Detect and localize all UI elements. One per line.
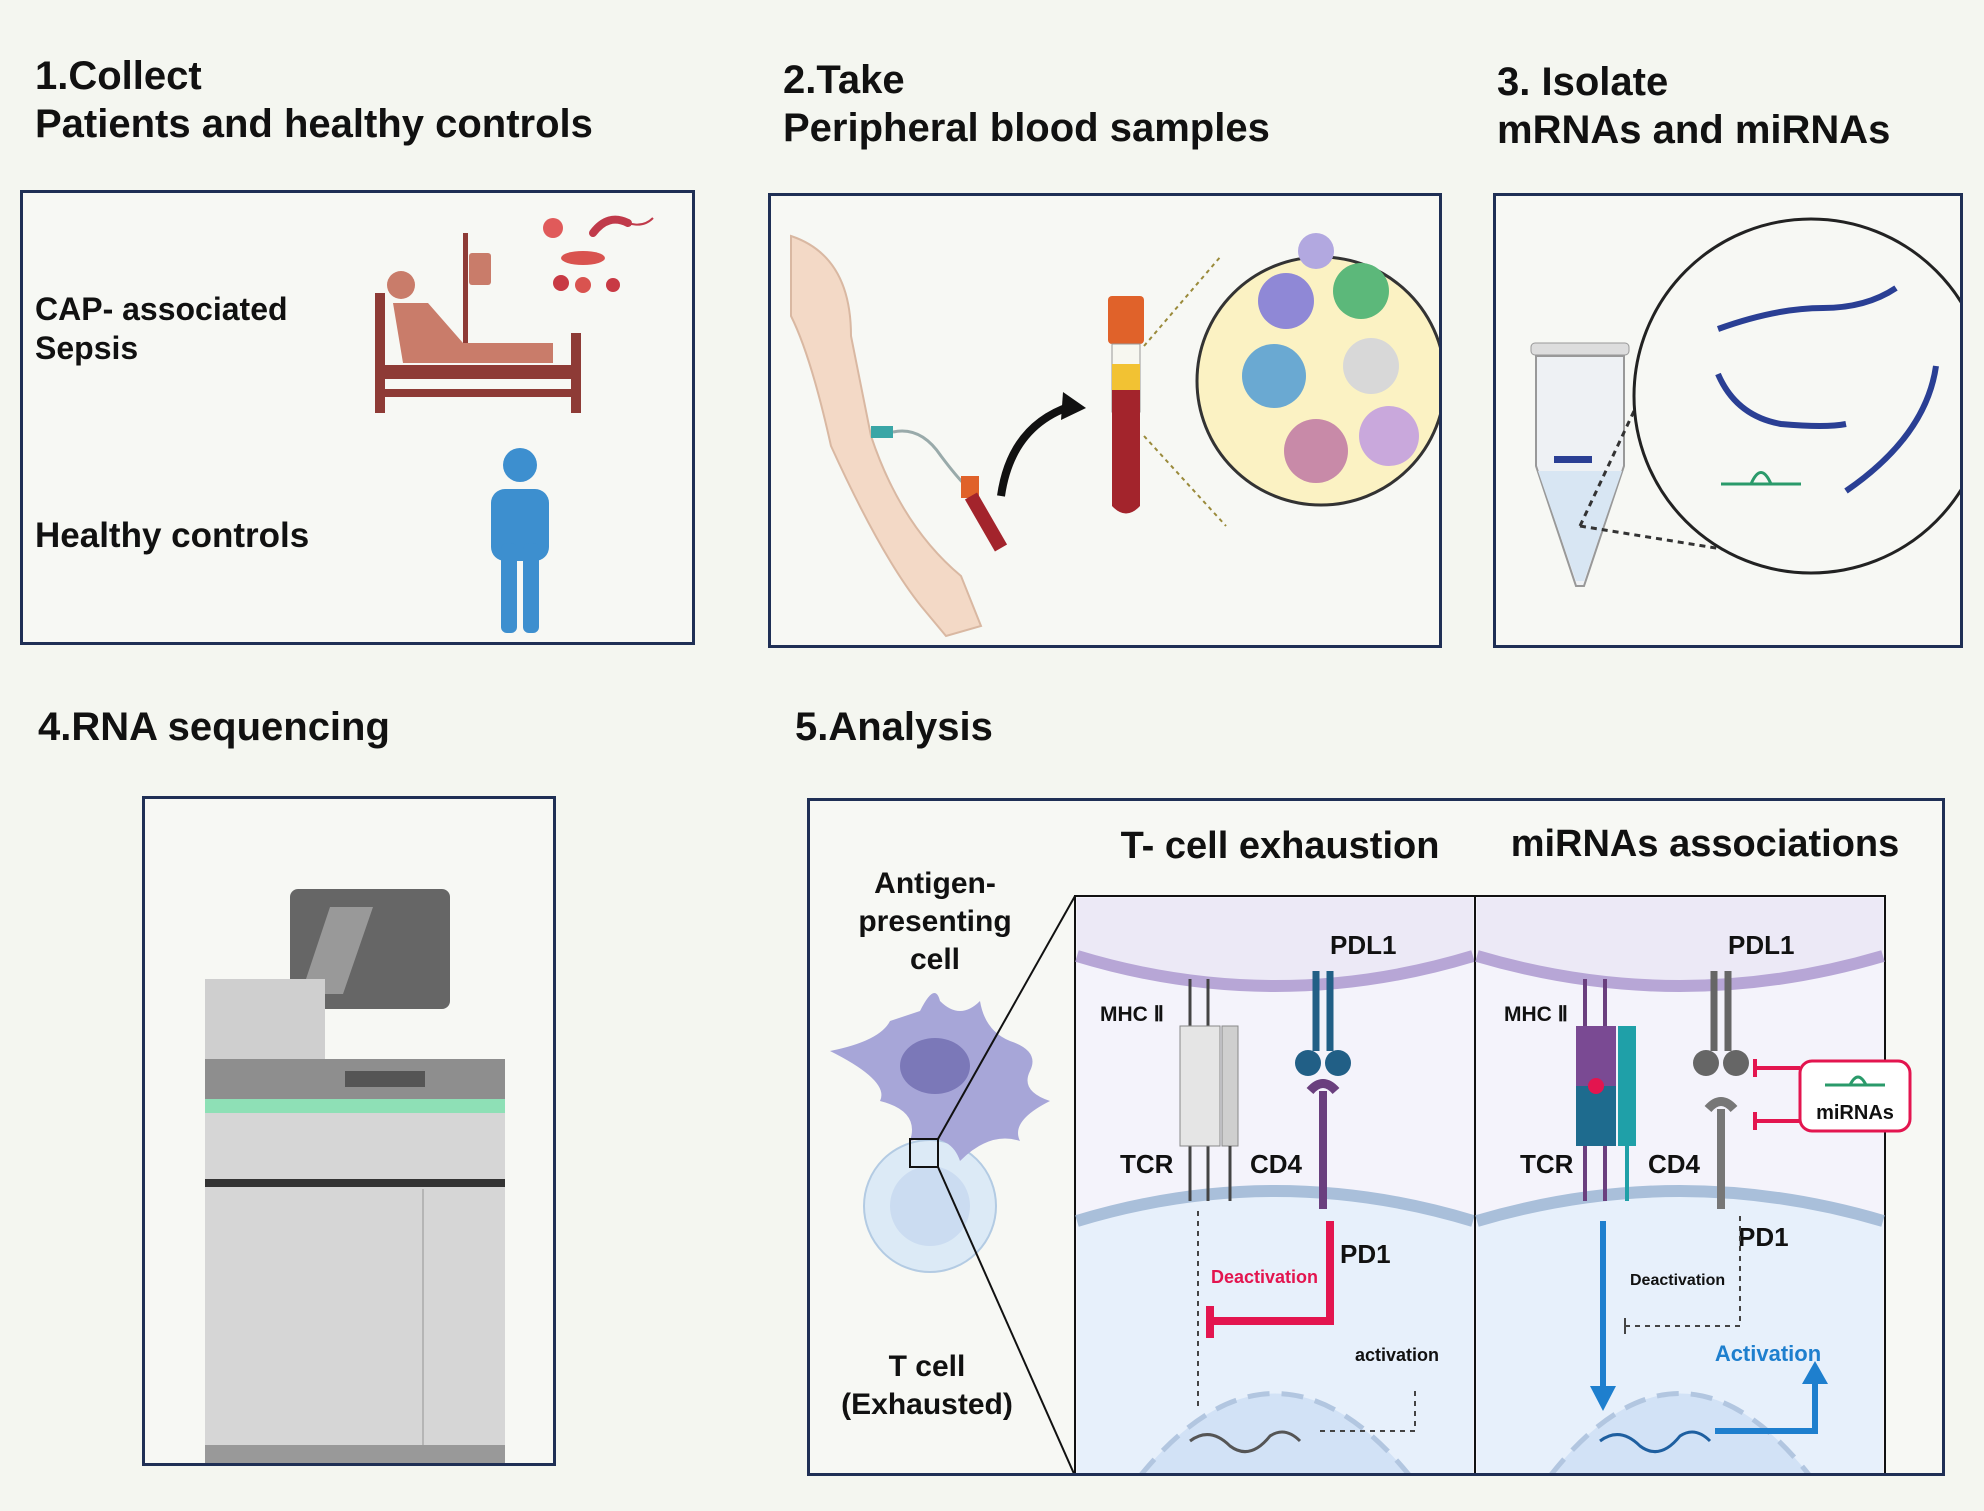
pdl1-label-left: PDL1 [1330,930,1396,960]
zoom-lines-icon [1143,255,1227,527]
step-5-title: 5.Analysis [795,703,993,751]
microtube-icon [1530,342,1630,587]
step-1-subheading: Patients and healthy controls [35,102,593,146]
cd4-label-right: CD4 [1648,1149,1701,1179]
apc-label-line2: presenting [858,905,1011,938]
step-2-title: 2.Take Peripheral blood samples [783,56,1270,152]
arm-icon [790,234,983,638]
inhibition-arrow-icon [1210,1221,1334,1325]
collect-panel: CAP- associated Sepsis Healthy controls [20,190,695,645]
analysis-illustration: Antigen- presenting cell T cell (Exhaust… [830,823,1912,1473]
blood-tube-icon [1108,296,1144,514]
arrow-head-icon [1061,392,1086,420]
apc-label-line1: Antigen- [874,867,996,900]
deactivation-label-left: Deactivation [1211,1267,1318,1287]
dna-active-icon [1599,1430,1712,1454]
step-1-heading: 1.Collect [35,54,202,98]
sequencer-illustration [205,889,505,1463]
patient-icon [387,271,553,363]
exhaustion-heading: T- cell exhaustion [1121,825,1440,867]
tcell-label-line2: (Exhausted) [841,1388,1013,1421]
mirna-associations-heading: miRNAs associations [1511,823,1900,865]
mhc-tcr-complex-icon [1179,979,1239,1201]
mirna-icon [1721,471,1801,486]
zoom-lines-icon [1578,310,1797,563]
pdl1-label-right: PDL1 [1728,930,1794,960]
sequencer-icon [205,889,505,1463]
activation-label-right: Activation [1715,1341,1821,1366]
arrow-icon [997,402,1073,497]
dna-icon [1189,1430,1302,1454]
sepsis-label-line2: Sepsis [35,330,138,366]
mhc-tcr-complex-active-icon [1576,979,1636,1201]
mirna-subpanel: miRNAs PDL1 MHC Ⅱ TCR CD4 PD1 Deactivati… [1474,895,1912,1473]
tcell-label-line1: T cell [889,1350,966,1383]
sequencing-panel [142,796,556,1466]
mhc-label-left: MHC Ⅱ [1100,1003,1164,1026]
blood-cells-icon [1195,233,1439,507]
exhaustion-subpanel: PDL1 MHC Ⅱ TCR CD4 PD1 Deactivation acti… [1074,895,1476,1473]
tcr-label-left: TCR [1120,1149,1174,1179]
sepsis-label-line1: CAP- associated [35,291,288,327]
pdl1-pd1-blocked-icon [1693,971,1749,1209]
zoom-circle [1632,217,1960,575]
zoom-box [909,1138,939,1168]
deactivation-label-right: Deactivation [1630,1272,1725,1289]
blocked-signal-dashed-line [1625,1216,1741,1327]
hospital-bed-icon [375,233,581,413]
mirna-inhibitor-icon [1753,1059,1912,1133]
step-3-subheading: mRNAs and miRNAs [1497,108,1891,152]
blood-panel [768,193,1442,648]
zoom-line-top [937,895,1076,1140]
zoom-line-bottom [937,1166,1075,1473]
activation-out-arrow-head-icon [1802,1361,1828,1384]
activation-arrow-head-icon [1590,1386,1616,1411]
mrna-strands-icon [1715,285,1939,494]
isolate-illustration [1530,217,1960,587]
step-3-title: 3. Isolate mRNAs and miRNAs [1497,58,1890,154]
step-4-heading: 4.RNA sequencing [38,705,390,749]
activation-dashed-arrow [1320,1391,1416,1432]
blood-illustration [790,233,1439,638]
collect-illustration: CAP- associated Sepsis Healthy controls [35,215,654,633]
pd1-label-left: PD1 [1340,1239,1391,1269]
mirnas-label: miRNAs [1816,1102,1894,1124]
pdl1-pd1-complex-icon [1295,971,1351,1209]
step-2-subheading: Peripheral blood samples [783,106,1270,150]
mhc-label-right: MHC Ⅱ [1504,1003,1568,1026]
pd1-label-right: PD1 [1738,1222,1789,1252]
tcr-label-right: TCR [1520,1149,1574,1179]
healthy-controls-label: Healthy controls [35,516,309,555]
activation-out-arrow-icon [1715,1381,1818,1434]
cd4-label-left: CD4 [1250,1149,1303,1179]
activation-label-left: activation [1355,1345,1439,1365]
apc-label-line3: cell [910,943,960,976]
tcell-icon [863,1139,997,1273]
step-3-heading: 3. Isolate [1497,60,1669,104]
step-5-heading: 5.Analysis [795,705,993,749]
analysis-panel: Antigen- presenting cell T cell (Exhaust… [807,798,1945,1476]
butterfly-needle-icon [871,426,1008,552]
apc-icon [830,993,1050,1161]
step-1-title: 1.Collect Patients and healthy controls [35,52,593,148]
step-2-heading: 2.Take [783,58,905,102]
step-4-title: 4.RNA sequencing [38,703,390,751]
healthy-person-icon [491,448,549,633]
isolate-panel [1493,193,1963,648]
pathogens-icon [543,215,654,293]
